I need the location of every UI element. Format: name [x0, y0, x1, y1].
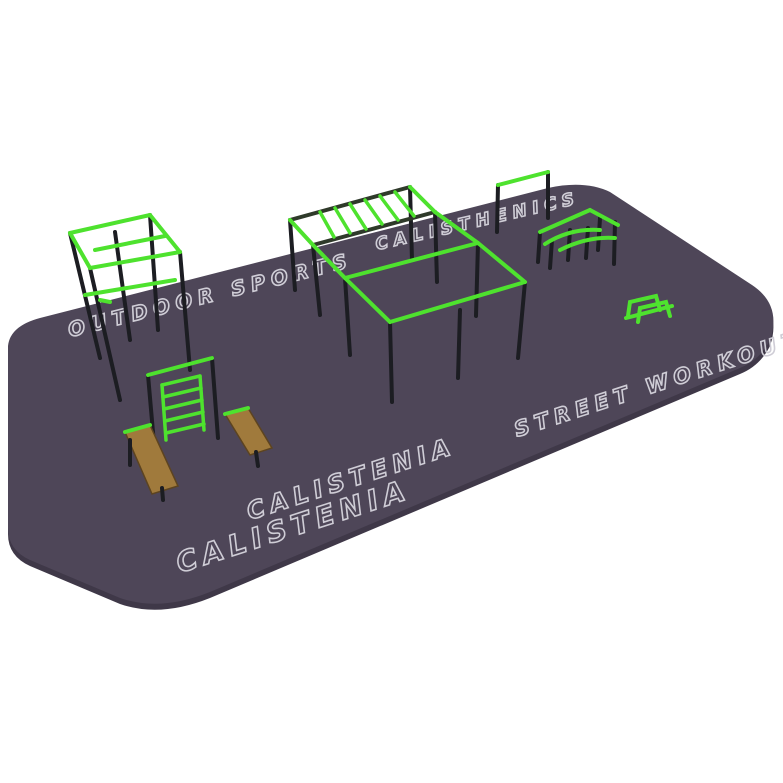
cube-frame-station: [68, 213, 192, 402]
parallel-bars-station: [536, 208, 620, 270]
bench-right: [223, 406, 274, 468]
pullup-rig-station: [288, 185, 527, 404]
single-pullup-bar: [495, 170, 550, 234]
bench-left: [123, 423, 180, 502]
parallettes: [624, 293, 674, 324]
